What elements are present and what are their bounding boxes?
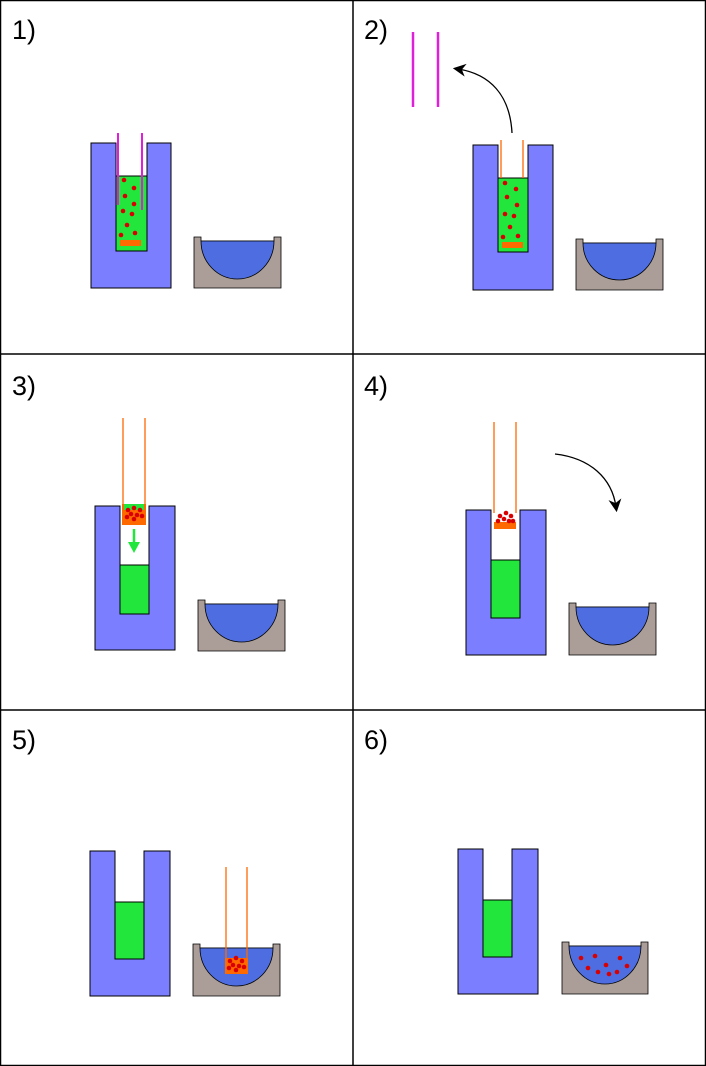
panel-3-label: 3) xyxy=(12,371,36,401)
panel-4: 4) xyxy=(364,371,657,656)
down-arrow-icon xyxy=(128,529,140,553)
u-holder xyxy=(457,848,539,995)
red-particles xyxy=(500,180,521,240)
red-particle-cluster xyxy=(124,505,145,522)
red-particle-cluster xyxy=(226,955,247,973)
panel-4-label: 4) xyxy=(364,371,388,401)
panel-2-label: 2) xyxy=(364,15,388,45)
u-holder xyxy=(465,509,547,656)
panel-5-label: 5) xyxy=(12,725,36,755)
panel-5: 5) xyxy=(12,725,281,997)
green-gel xyxy=(119,564,150,615)
bath xyxy=(568,602,657,656)
bath xyxy=(575,238,664,291)
panel-1-label: 1) xyxy=(12,15,36,45)
panel-1: 1) xyxy=(12,15,282,289)
orange-base xyxy=(502,242,523,248)
panel-6: 6) xyxy=(364,725,649,995)
panel-6-label: 6) xyxy=(364,725,388,755)
orange-base xyxy=(120,240,141,246)
bath xyxy=(193,236,282,289)
u-holder xyxy=(89,850,171,997)
panel-3: 3) xyxy=(12,371,286,652)
red-particle-cluster xyxy=(495,510,516,524)
green-gel xyxy=(490,559,521,619)
green-gel xyxy=(482,899,513,958)
bath xyxy=(561,941,649,995)
u-holder xyxy=(94,505,176,651)
green-gel xyxy=(114,901,145,960)
curved-arrow-icon xyxy=(554,453,622,513)
bath xyxy=(197,599,286,652)
sample-cup xyxy=(494,522,516,529)
red-particles xyxy=(118,177,138,238)
red-particles xyxy=(578,953,630,977)
curved-arrow-icon xyxy=(452,63,513,134)
panel-2: 2) xyxy=(364,15,664,291)
